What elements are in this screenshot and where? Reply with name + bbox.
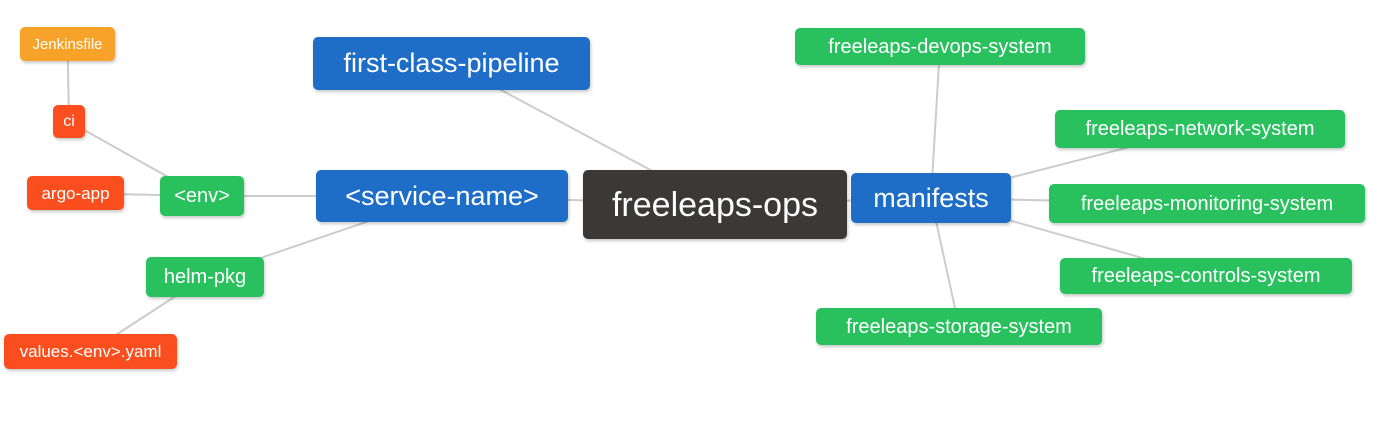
node-values-env-yaml[interactable]: values.<env>.yaml <box>4 334 177 369</box>
node-jenkinsfile[interactable]: Jenkinsfile <box>20 27 115 61</box>
node-env[interactable]: <env> <box>160 176 244 216</box>
node-freeleaps-ops[interactable]: freeleaps-ops <box>583 170 847 239</box>
node-controls-system[interactable]: freeleaps-controls-system <box>1060 258 1352 294</box>
node-ci[interactable]: ci <box>53 105 85 138</box>
edge-manifests--devops-system <box>930 45 941 199</box>
node-first-class-pipeline[interactable]: first-class-pipeline <box>313 37 590 90</box>
node-monitoring-system[interactable]: freeleaps-monitoring-system <box>1049 184 1365 223</box>
node-devops-system[interactable]: freeleaps-devops-system <box>795 28 1085 65</box>
node-service-name[interactable]: <service-name> <box>316 170 568 222</box>
node-helm-pkg[interactable]: helm-pkg <box>146 257 264 297</box>
node-manifests[interactable]: manifests <box>851 173 1011 223</box>
node-network-system[interactable]: freeleaps-network-system <box>1055 110 1345 148</box>
node-argo-app[interactable]: argo-app <box>27 176 124 210</box>
node-storage-system[interactable]: freeleaps-storage-system <box>816 308 1102 345</box>
